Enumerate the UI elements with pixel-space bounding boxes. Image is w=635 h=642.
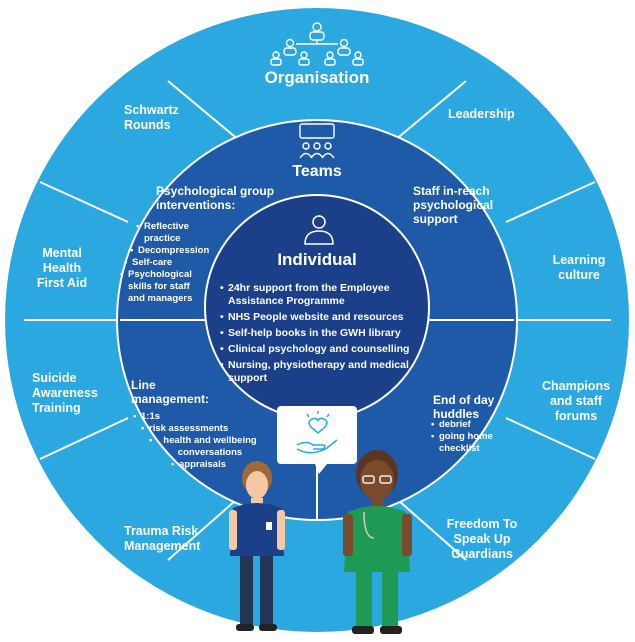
individual-item-selfhelp: Self-help books in the GWH library bbox=[220, 327, 420, 340]
care-hand-heart-icon bbox=[296, 411, 338, 454]
line-item-appraisals: appraisals bbox=[171, 459, 263, 471]
individual-list: 24hr support from the Employee Assistanc… bbox=[220, 282, 420, 388]
organisation-title: Organisation bbox=[264, 68, 370, 87]
care-bubble bbox=[277, 406, 357, 474]
line-item-1to1s: 1:1s bbox=[133, 411, 263, 423]
psych-item-reflective: Reflective practice bbox=[136, 221, 220, 245]
individual-title: Individual bbox=[277, 250, 357, 269]
organisation-dividers bbox=[24, 80, 611, 561]
segment-learning-culture: Learning culture bbox=[552, 253, 606, 282]
segment-leadership: Leadership bbox=[448, 107, 515, 121]
psych-item-skills: Psychological skills for staff and manag… bbox=[120, 269, 220, 305]
individual-person-icon bbox=[304, 215, 334, 245]
staff-figure-male bbox=[343, 450, 412, 634]
segment-trauma-risk: Trauma Risk Management bbox=[124, 524, 201, 553]
psych-item-selfcare: Self-care bbox=[124, 257, 220, 269]
line-item-risk: risk assessments bbox=[141, 423, 263, 435]
huddle-item-checklist: going home checklist bbox=[431, 431, 521, 455]
psych-group-heading: Psychological group interventions: bbox=[156, 184, 275, 212]
psych-group-list: Reflective practice Decompression Self-c… bbox=[120, 221, 220, 305]
individual-item-nursing: Nursing, physiotherapy and medical suppo… bbox=[220, 359, 420, 385]
individual-item-eap: 24hr support from the Employee Assistanc… bbox=[220, 282, 420, 308]
individual-item-clinical: Clinical psychology and counselling bbox=[220, 343, 420, 356]
huddle-item-debrief: debrief bbox=[431, 419, 521, 431]
individual-item-nhs-people: NHS People website and resources bbox=[220, 311, 420, 324]
line-item-wellbeing: health and wellbeing conversations bbox=[149, 435, 263, 459]
segment-freedom-to-speak-up: Freedom To Speak Up Guardians bbox=[446, 517, 518, 561]
huddles-list: debrief going home checklist bbox=[431, 419, 521, 455]
huddles-heading: End of day huddles bbox=[433, 393, 495, 421]
segment-champions: Champions and staff forums bbox=[541, 379, 611, 423]
segment-mental-health: Mental Health First Aid bbox=[36, 246, 88, 290]
segment-schwartz-rounds: Schwartz Rounds bbox=[124, 103, 179, 132]
segment-suicide-awareness: Suicide Awareness Training bbox=[32, 371, 98, 415]
line-management-heading: Line management: bbox=[131, 378, 210, 406]
organisation-people-icon bbox=[270, 22, 364, 66]
line-management-list: 1:1s risk assessments health and wellbei… bbox=[133, 411, 263, 471]
teams-meeting-icon bbox=[299, 123, 335, 159]
staff-inreach-heading: Staff in-reach psychological support bbox=[413, 184, 494, 226]
psych-item-decompression: Decompression bbox=[130, 245, 220, 257]
teams-title: Teams bbox=[292, 163, 342, 180]
